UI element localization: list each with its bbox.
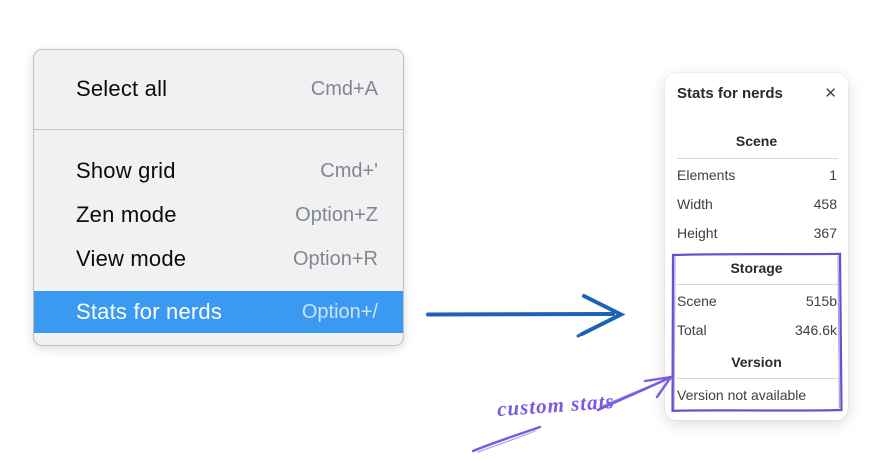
- menu-item-shortcut: Option+/: [301, 300, 378, 323]
- menu-item-label: Select all: [76, 76, 168, 101]
- section-heading-scene: Scene: [735, 133, 778, 149]
- stat-label: Elements: [677, 167, 736, 183]
- stat-row-height: Height 367: [677, 225, 837, 241]
- annotation-text: custom stats: [496, 388, 616, 422]
- version-note: Version not available: [677, 387, 807, 403]
- menu-item-shortcut: Cmd+': [320, 159, 378, 182]
- stat-label: Scene: [677, 293, 717, 309]
- menu-item-label: Show grid: [76, 158, 176, 183]
- section-heading-storage: Storage: [730, 260, 783, 276]
- stat-row-width: Width 458: [677, 196, 837, 212]
- menu-item-shortcut: Cmd+A: [310, 77, 378, 100]
- menu-item-show-grid[interactable]: Show grid Cmd+': [34, 154, 403, 188]
- menu-item-label: View mode: [76, 246, 187, 271]
- menu-item-shortcut: Option+Z: [295, 203, 378, 226]
- section-divider: [677, 378, 838, 379]
- blue-arrow: [426, 294, 626, 338]
- stat-value: 367: [813, 225, 837, 241]
- stats-panel: Stats for nerds ✕ Scene Elements 1 Width…: [665, 73, 848, 420]
- menu-divider: [34, 129, 403, 130]
- stats-panel-header: Stats for nerds ✕: [677, 84, 839, 103]
- annotation-underline-stroke: [471, 425, 542, 453]
- menu-item-view-mode[interactable]: View mode Option+R: [34, 242, 403, 276]
- section-divider: [677, 284, 838, 285]
- stat-row-elements: Elements 1: [677, 167, 837, 183]
- stat-value: 515b: [805, 293, 837, 309]
- stat-value: 346.6k: [794, 322, 837, 338]
- context-menu: Select all Cmd+A Show grid Cmd+' Zen mod…: [33, 49, 404, 346]
- menu-item-zen-mode[interactable]: Zen mode Option+Z: [34, 198, 403, 232]
- menu-item-stats-for-nerds[interactable]: Stats for nerds Option+/: [34, 291, 403, 333]
- stat-label: Total: [677, 322, 707, 338]
- stat-value: 1: [829, 167, 837, 183]
- stats-panel-title: Stats for nerds: [677, 85, 783, 102]
- menu-item-label: Stats for nerds: [76, 299, 223, 324]
- stat-label: Width: [677, 196, 713, 212]
- stat-label: Height: [677, 225, 718, 241]
- stat-row-total-storage: Total 346.6k: [677, 322, 837, 338]
- menu-item-shortcut: Option+R: [292, 247, 378, 270]
- close-icon[interactable]: ✕: [824, 85, 837, 102]
- stat-row-scene-storage: Scene 515b: [677, 293, 837, 309]
- section-heading-version: Version: [731, 354, 782, 370]
- stat-value: 458: [813, 196, 837, 212]
- section-divider: [677, 158, 838, 159]
- menu-item-select-all[interactable]: Select all Cmd+A: [34, 72, 403, 106]
- menu-item-label: Zen mode: [76, 202, 177, 227]
